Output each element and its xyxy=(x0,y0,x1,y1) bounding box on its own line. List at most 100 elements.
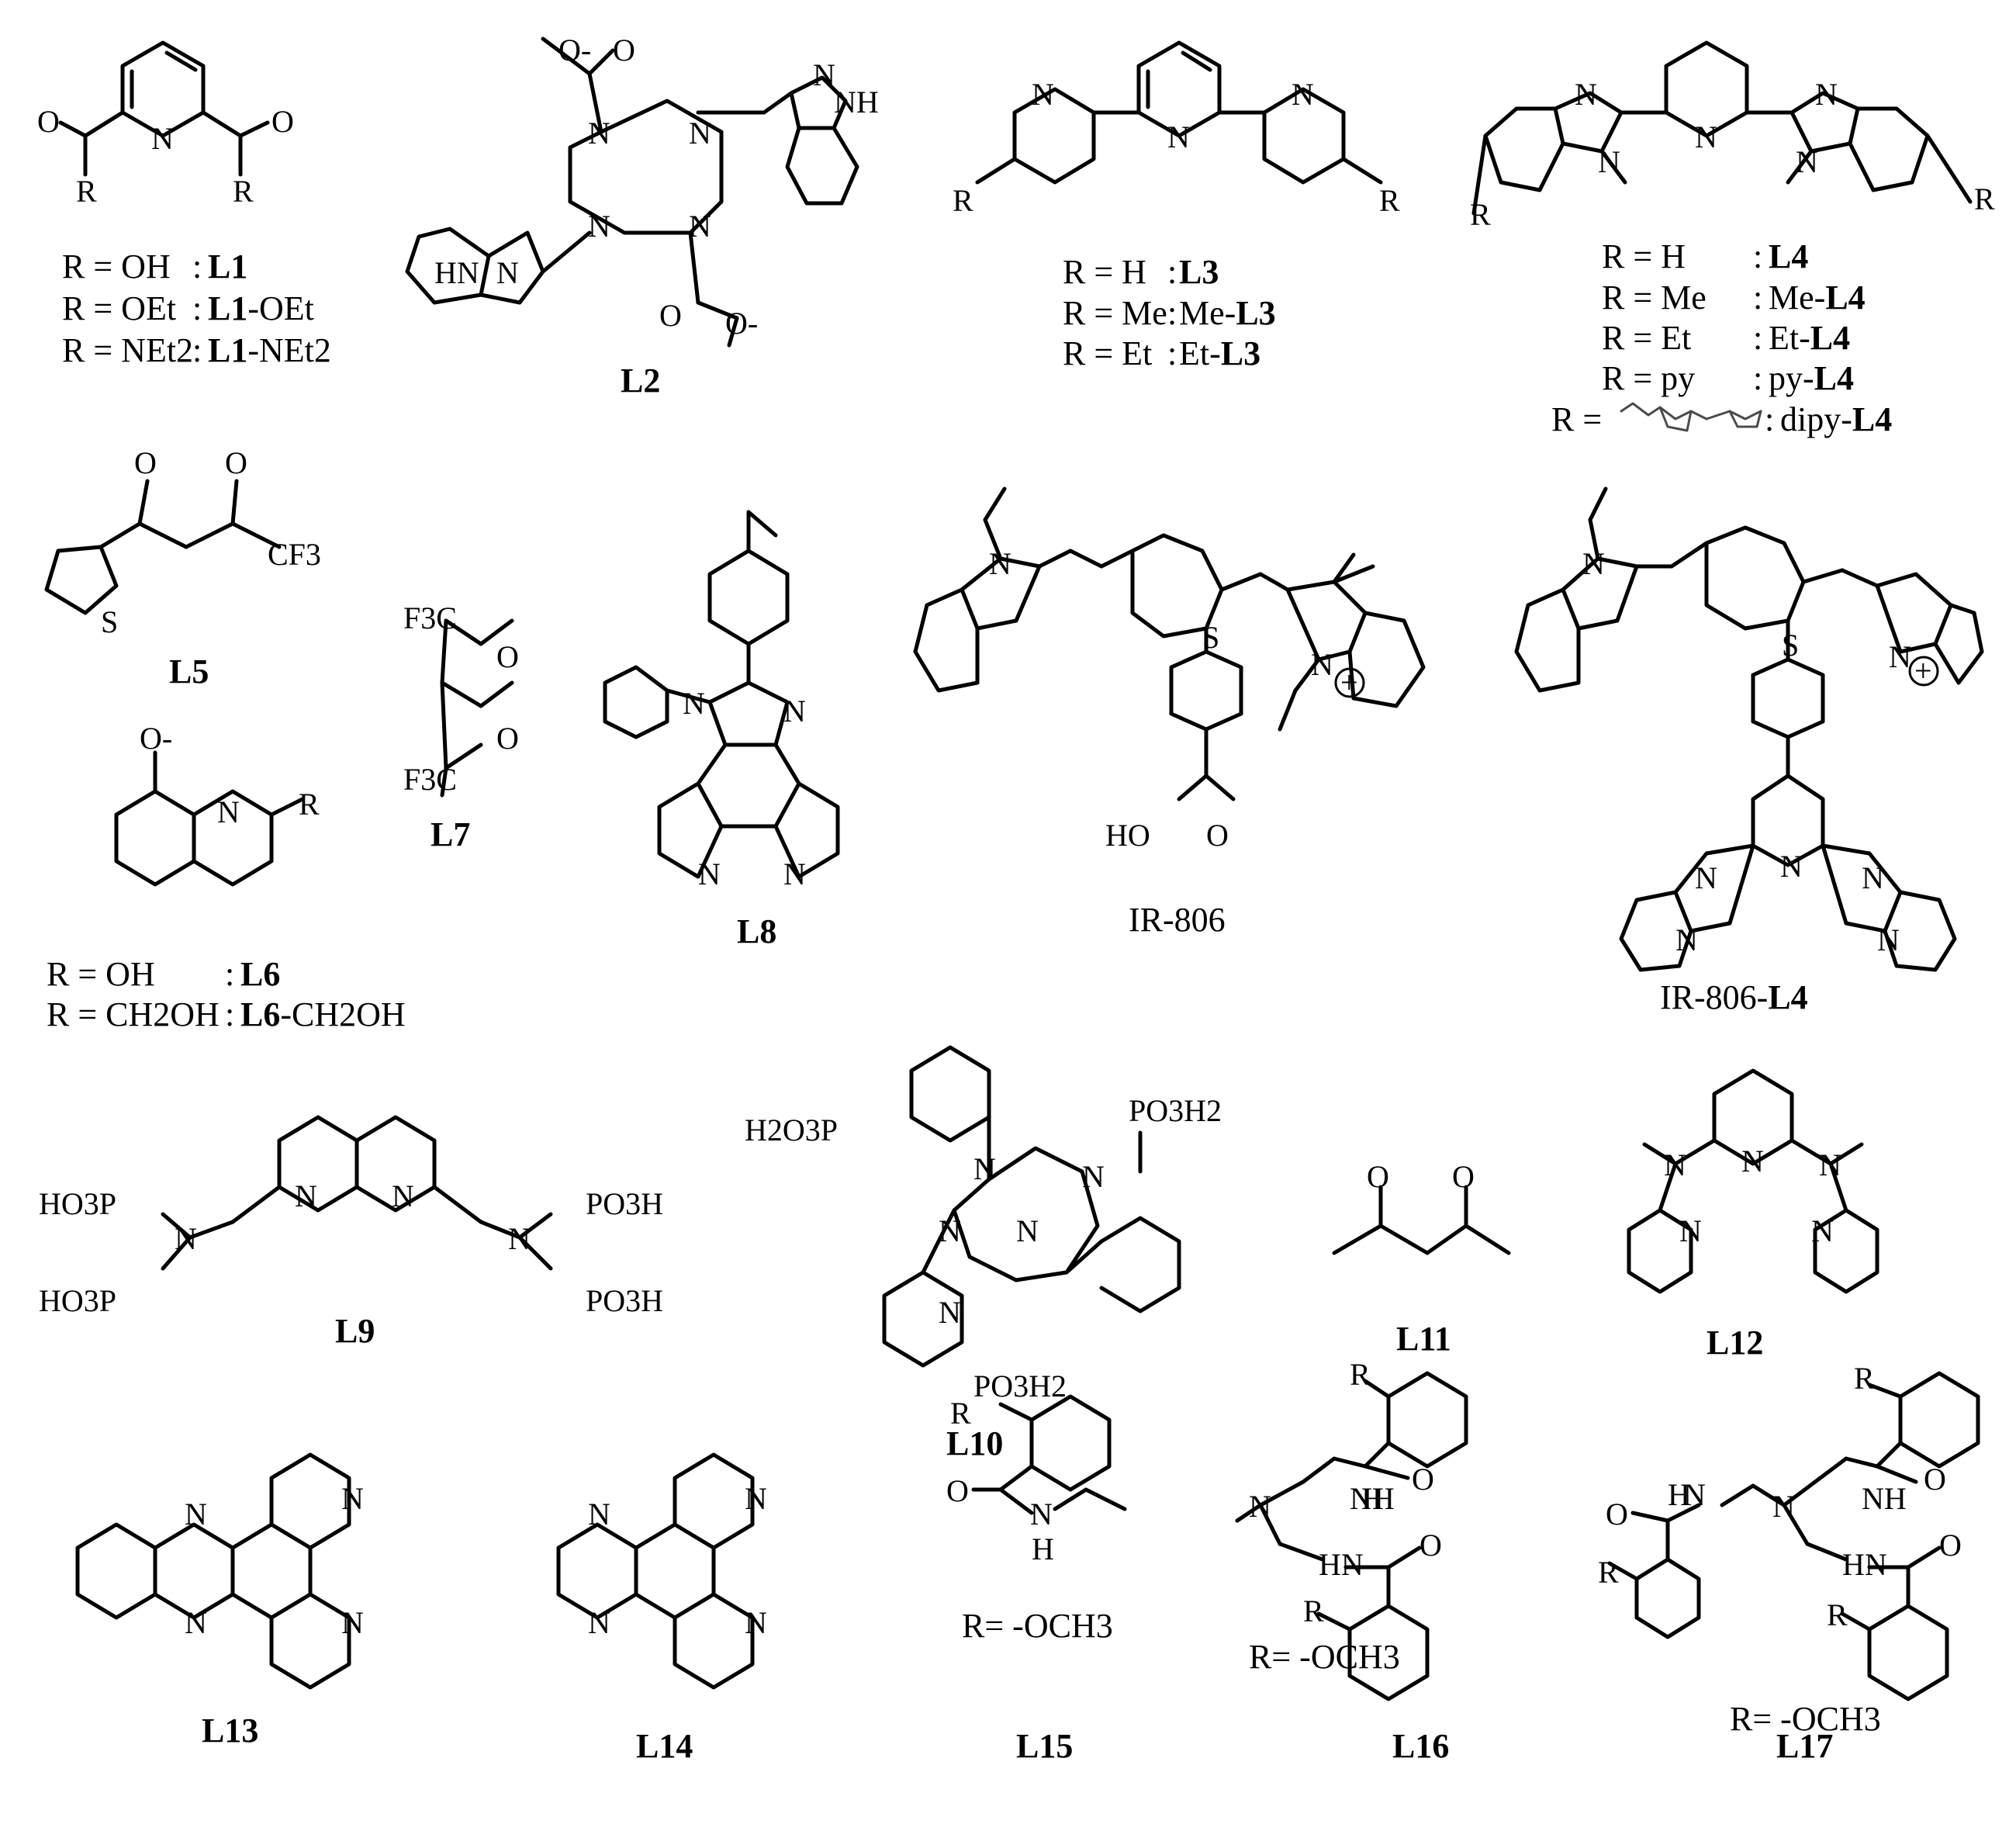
structure-L12: N N N N N L12 xyxy=(1627,1068,1879,1362)
svg-text:N: N xyxy=(295,1179,317,1213)
svg-text:L4: L4 xyxy=(1769,237,1808,275)
svg-text:R: R xyxy=(1598,1555,1619,1590)
svg-text::: : xyxy=(1167,253,1177,291)
svg-text:H2O3P: H2O3P xyxy=(745,1113,838,1147)
svg-text:R: R xyxy=(1974,182,1995,216)
svg-text:L10: L10 xyxy=(946,1424,1003,1462)
svg-text:N: N xyxy=(341,1605,364,1640)
structure-L11: O O L11 xyxy=(1332,1159,1511,1358)
svg-text:N: N xyxy=(1815,77,1838,112)
svg-text:L15: L15 xyxy=(1016,1727,1073,1765)
svg-text:L12: L12 xyxy=(1707,1324,1763,1362)
svg-text:N: N xyxy=(1889,639,1911,674)
svg-text:HO: HO xyxy=(1105,818,1150,853)
svg-text:R: R xyxy=(1854,1361,1875,1396)
atom-O-minus: O- xyxy=(558,33,591,67)
svg-text:N: N xyxy=(1780,849,1803,884)
svg-text::: : xyxy=(1753,359,1762,397)
svg-text:O: O xyxy=(946,1473,969,1508)
svg-text:O: O xyxy=(496,639,519,674)
svg-text::: : xyxy=(192,247,202,286)
atom-N: N xyxy=(151,121,174,156)
svg-text:N: N xyxy=(745,1481,767,1516)
svg-text::: : xyxy=(225,995,234,1033)
atom-N: N xyxy=(1032,77,1054,112)
svg-text:S: S xyxy=(1782,628,1799,663)
svg-text:N: N xyxy=(392,1179,414,1213)
svg-text:Et-L3: Et-L3 xyxy=(1179,334,1260,372)
svg-text:L14: L14 xyxy=(636,1727,693,1765)
structure-L5: S O O CF3 L5 xyxy=(44,445,321,690)
svg-text:R = Et: R = Et xyxy=(1602,319,1691,357)
atom-N: N xyxy=(588,116,610,151)
structure-L16: NH H O R N HN O R R= -OCH3 L16 xyxy=(1235,1357,1468,1765)
svg-text:N: N xyxy=(1862,860,1884,895)
svg-text:N: N xyxy=(175,1221,197,1256)
svg-text::: : xyxy=(192,289,202,327)
L6-substituent-table: R = OH : L6 R = CH2OH : L6-CH2OH xyxy=(47,955,406,1033)
structure-L17: R O NH N H N O R HN O R R= -OCH3 L17 xyxy=(1598,1361,1980,1765)
atom-O: O xyxy=(271,104,294,139)
svg-text:N: N xyxy=(939,1213,961,1248)
svg-text::: : xyxy=(1753,237,1762,275)
svg-text:L3: L3 xyxy=(1179,253,1219,291)
svg-text:L9: L9 xyxy=(335,1312,375,1350)
svg-text:N: N xyxy=(939,1295,961,1330)
svg-text:R = py: R = py xyxy=(1602,359,1695,397)
svg-text:N: N xyxy=(588,1497,610,1532)
svg-text:F3C: F3C xyxy=(403,601,457,635)
svg-text:N: N xyxy=(217,794,240,829)
svg-text:H: H xyxy=(1032,1532,1054,1566)
svg-text:N: N xyxy=(1082,1159,1105,1194)
svg-text:O: O xyxy=(1924,1462,1946,1497)
svg-text:N: N xyxy=(989,546,1011,581)
svg-text:O: O xyxy=(1419,1528,1442,1563)
svg-text:R= -OCH3: R= -OCH3 xyxy=(1249,1638,1400,1676)
svg-text:O: O xyxy=(1367,1159,1389,1194)
svg-text:L6: L6 xyxy=(240,955,280,993)
atom-O-minus: O- xyxy=(725,306,758,341)
svg-text:N: N xyxy=(1741,1144,1764,1179)
svg-text:O: O xyxy=(1452,1159,1475,1194)
svg-text::: : xyxy=(1167,294,1177,332)
svg-text:O: O xyxy=(225,445,247,480)
svg-text:L13: L13 xyxy=(202,1712,258,1750)
atom-HN: HN xyxy=(434,255,479,290)
atom-N: N xyxy=(588,209,610,244)
L1-row-3-r: R = NEt2 xyxy=(62,331,193,369)
svg-text:CF3: CF3 xyxy=(268,537,321,572)
atom-R: R xyxy=(1379,183,1400,218)
svg-text:N: N xyxy=(745,1605,767,1640)
svg-text:N: N xyxy=(1819,1147,1841,1182)
svg-text:R: R xyxy=(1350,1357,1371,1392)
svg-text:N: N xyxy=(1030,1497,1053,1532)
structure-L7: F3C O O F3C L7 xyxy=(403,601,519,853)
svg-text:N: N xyxy=(1695,860,1717,895)
svg-text:N: N xyxy=(1249,1489,1271,1524)
svg-text:R: R xyxy=(950,1396,971,1431)
svg-text:R =: R = xyxy=(1551,400,1602,438)
svg-text:H: H xyxy=(1668,1477,1690,1512)
atom-N: N xyxy=(813,57,835,92)
svg-text:N: N xyxy=(341,1481,364,1516)
svg-text:N: N xyxy=(1664,1147,1686,1182)
L4-substituent-table: R = H : L4 R = Me : Me-L4 R = Et : Et-L4… xyxy=(1551,237,1892,438)
svg-text:PO3H: PO3H xyxy=(586,1186,663,1221)
svg-text:L11: L11 xyxy=(1396,1320,1451,1358)
svg-text:F3C: F3C xyxy=(403,762,457,797)
svg-text:dipy-L4: dipy-L4 xyxy=(1780,400,1892,438)
structure-L9: N N N N HO3P HO3P PO3H PO3H L9 xyxy=(39,1115,663,1350)
svg-text:S: S xyxy=(101,604,118,639)
structure-IR-806-L4: N S N N N N N N + IR-806-L4 xyxy=(1514,486,1984,1016)
dipy-substituent-drawing xyxy=(1620,402,1762,432)
svg-text:N: N xyxy=(1598,144,1620,179)
structure-L3: N N N R R R = H : L3 R = Me : Me-L3 R = … xyxy=(953,40,1400,372)
svg-text:HN: HN xyxy=(1842,1547,1887,1582)
svg-text:N: N xyxy=(683,686,705,721)
atom-R: R xyxy=(233,174,254,209)
svg-text:N: N xyxy=(1016,1213,1039,1248)
svg-text:R = Me: R = Me xyxy=(1063,294,1167,332)
svg-text:L5: L5 xyxy=(169,652,209,690)
atom-O: O xyxy=(659,298,682,333)
label-L2: L2 xyxy=(621,362,660,400)
